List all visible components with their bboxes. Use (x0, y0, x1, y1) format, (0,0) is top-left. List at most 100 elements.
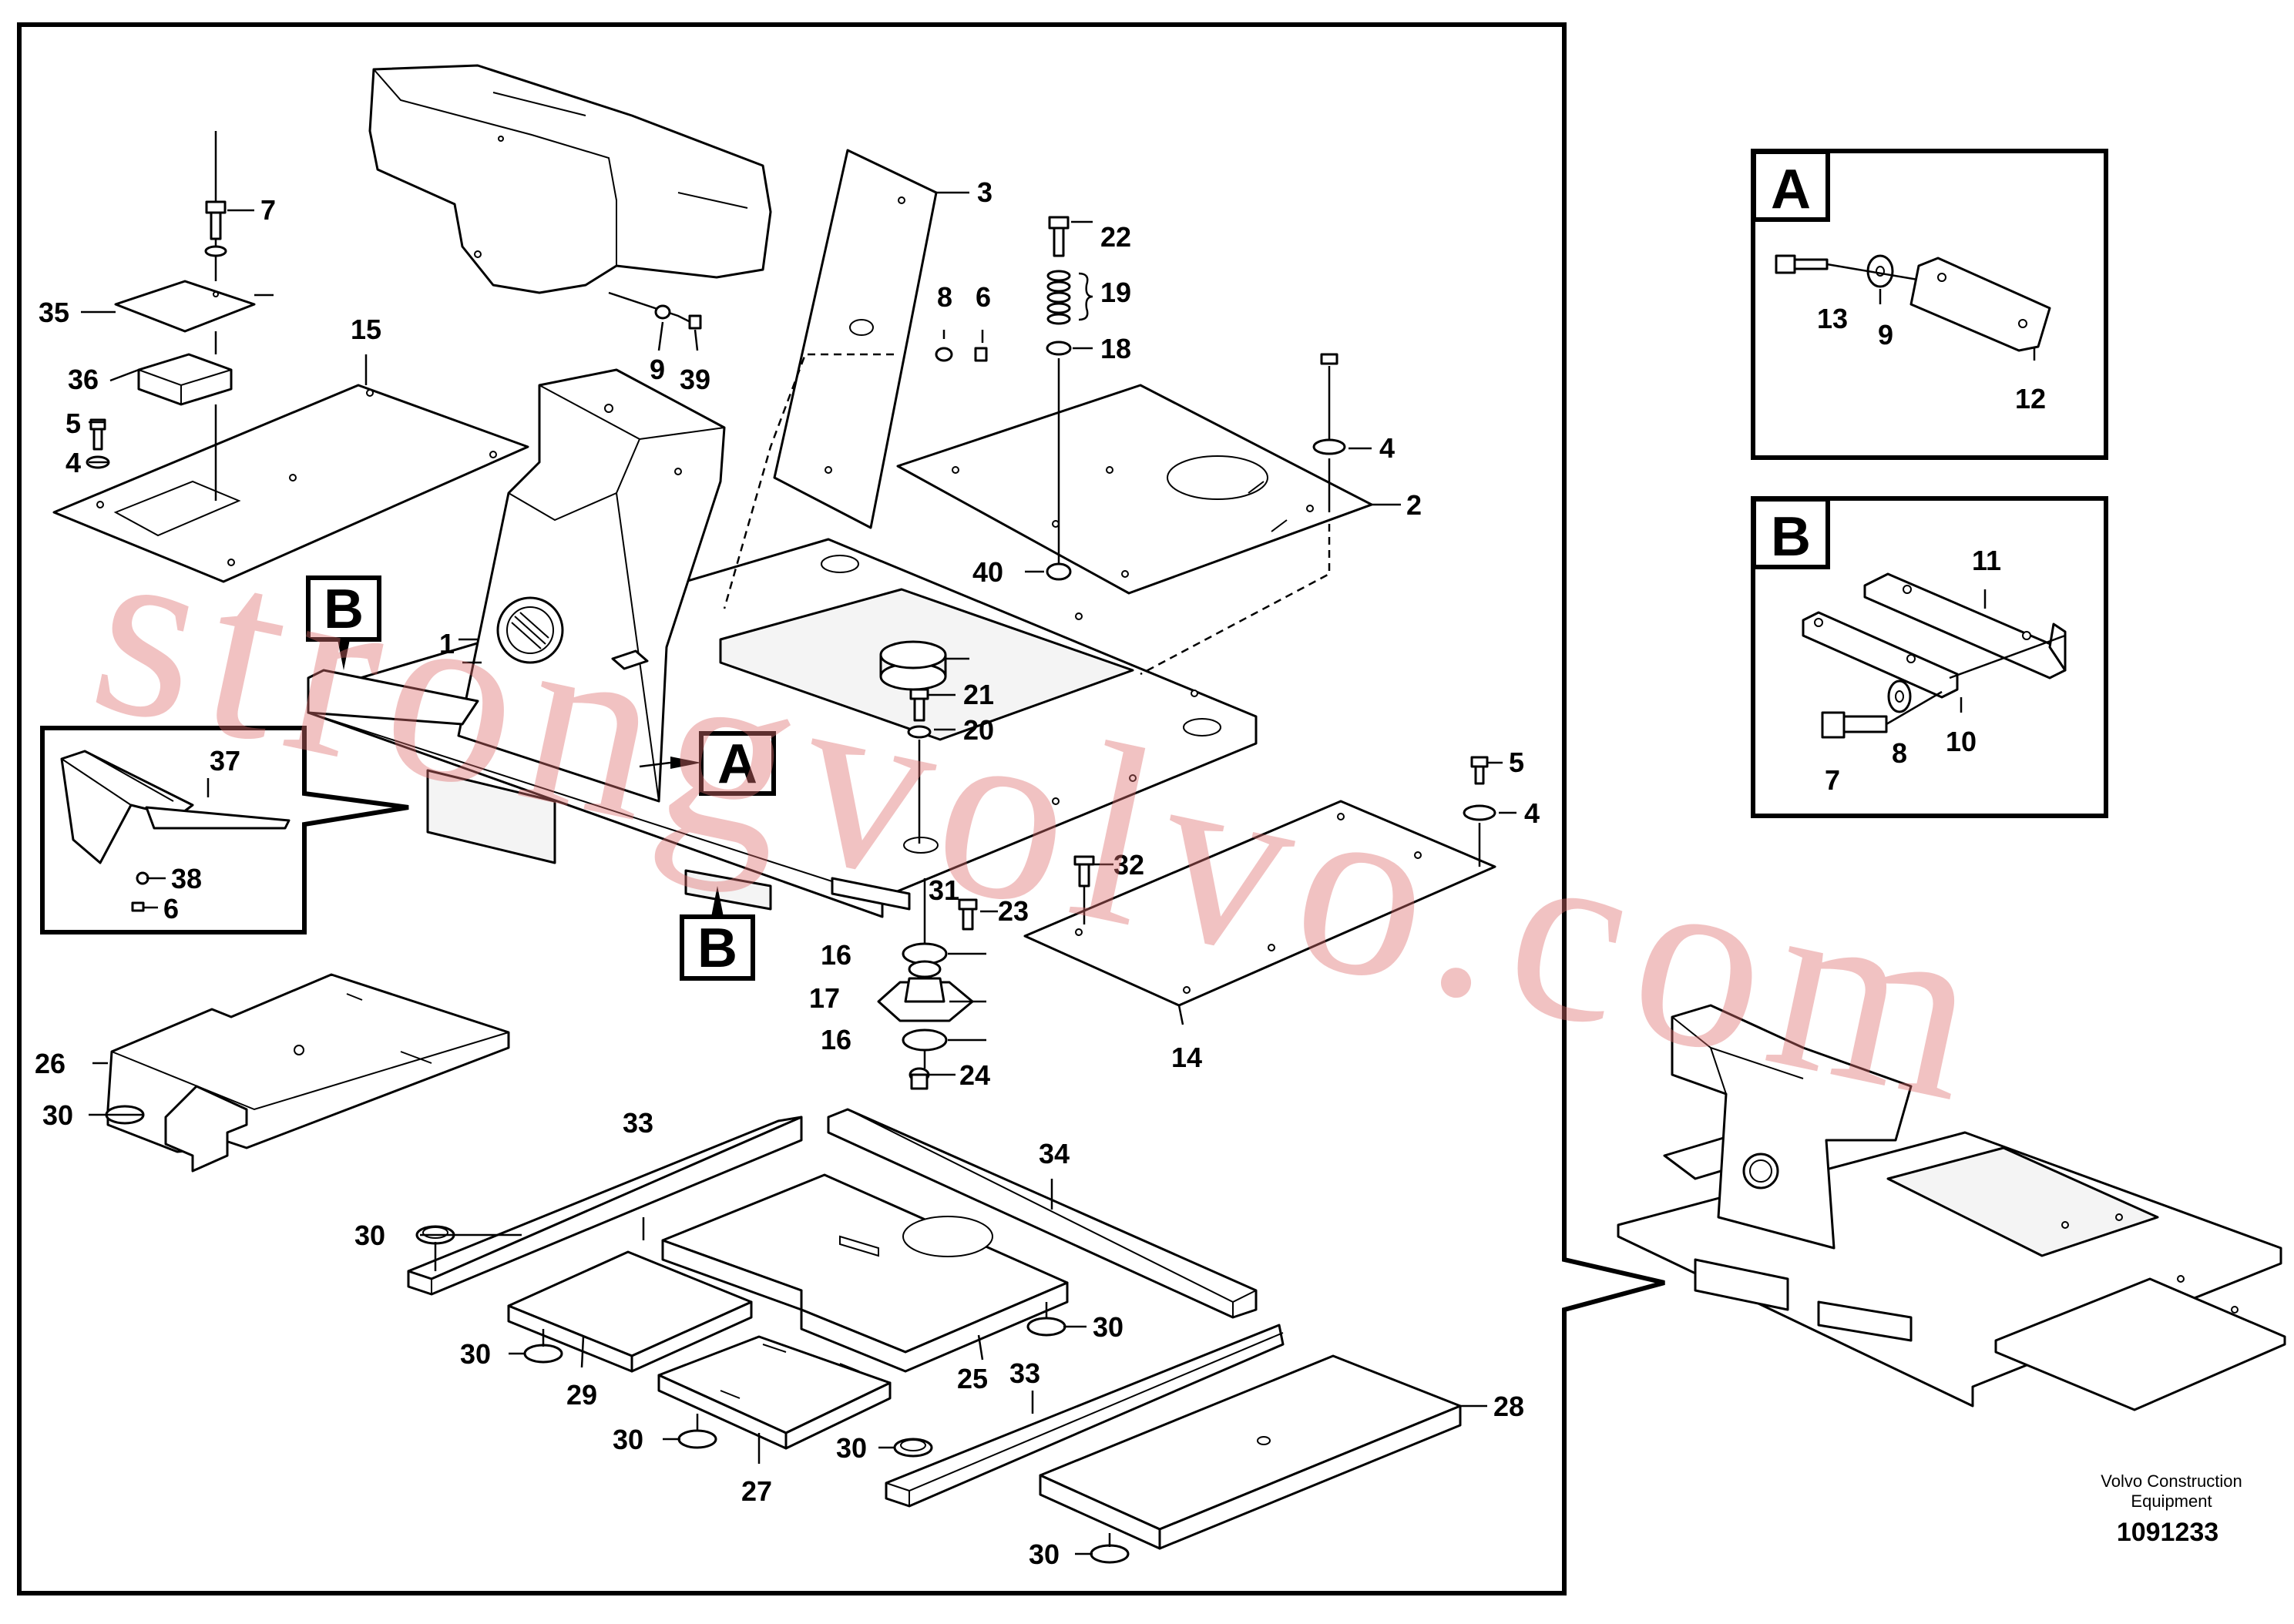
washer-9-console (608, 291, 702, 330)
label-39: 39 (680, 364, 710, 395)
block-36 (137, 353, 233, 406)
bolt-21 (907, 688, 932, 739)
label-30-g: 30 (1029, 1538, 1060, 1570)
callout-A-letter: A (717, 733, 757, 795)
label-16-upper: 16 (821, 939, 851, 971)
inset-B-label-11: 11 (1972, 545, 2001, 576)
label-17: 17 (809, 982, 840, 1014)
label-6-inset: 6 (163, 893, 179, 924)
callout-B-lower: B (680, 886, 755, 981)
inset-A-frame (1751, 149, 2108, 460)
label-28: 28 (1493, 1391, 1524, 1422)
label-6-upper: 6 (976, 281, 991, 313)
plate-2 (896, 384, 1373, 595)
label-5-left: 5 (65, 408, 81, 439)
label-30-b: 30 (354, 1220, 385, 1251)
label-7: 7 (260, 194, 276, 226)
part-labels: 1 2 3 4 4 4 5 5 6 6 7 8 9 14 15 16 16 17… (35, 176, 1540, 1570)
cover-35 (114, 280, 256, 333)
label-20: 20 (963, 714, 994, 746)
washer-30f (893, 1438, 933, 1458)
nut-40 (1046, 562, 1072, 581)
inset-A: A 13 9 12 (1751, 149, 2108, 460)
inset-B-washer (1887, 679, 1912, 713)
label-22: 22 (1100, 221, 1131, 253)
brand-line-1: Volvo Construction (2101, 1471, 2242, 1491)
label-18: 18 (1100, 333, 1131, 364)
inset-A-bolt (1775, 254, 1829, 274)
leader-lines (81, 191, 1516, 1555)
bar-33-upper (407, 1116, 803, 1296)
console-pedestal-1 (457, 368, 726, 803)
bolt-22 (1048, 216, 1070, 257)
label-9: 9 (650, 354, 665, 385)
bolt-5-left (86, 418, 110, 469)
label-23: 23 (998, 895, 1029, 927)
label-30-e: 30 (613, 1424, 643, 1455)
washer-8-upper (935, 347, 988, 362)
label-31: 31 (929, 874, 959, 906)
label-14: 14 (1171, 1042, 1202, 1073)
label-30-a: 30 (42, 1099, 73, 1131)
left-rail (307, 669, 479, 726)
label-35: 35 (39, 297, 69, 328)
inset-B-frame (1751, 496, 2108, 818)
callout-B-letter: B (324, 579, 364, 640)
label-21: 21 (963, 679, 994, 710)
washer-4-plate (1312, 353, 1346, 455)
bar-34 (827, 1108, 1258, 1319)
label-2: 2 (1406, 489, 1422, 521)
inset-B-strip-10 (1802, 611, 1959, 699)
inset-B-label-10: 10 (1946, 726, 1977, 757)
washer-30c (523, 1344, 563, 1364)
label-1: 1 (439, 628, 455, 659)
console-top (368, 64, 772, 294)
label-37: 37 (210, 745, 240, 777)
label-25: 25 (957, 1363, 988, 1394)
washer-30d (1026, 1317, 1066, 1337)
main-frame (17, 22, 1665, 1595)
mat-28 (1039, 1354, 1462, 1550)
panel-3 (773, 149, 938, 529)
label-33-upper: 33 (623, 1107, 653, 1139)
label-36: 36 (68, 364, 99, 395)
callout-B2-letter: B (697, 918, 737, 979)
label-19: 19 (1100, 277, 1131, 308)
inset-A-plate (1909, 257, 2051, 352)
washer-30g (1090, 1544, 1130, 1564)
label-27: 27 (741, 1475, 772, 1507)
label-4-plate: 4 (1379, 432, 1395, 464)
mat-27 (657, 1335, 892, 1450)
spring-stack-19 (1046, 270, 1071, 325)
rubber-mount-17 (877, 898, 978, 1090)
bar-33-lower (885, 1324, 1285, 1508)
label-29: 29 (566, 1379, 597, 1411)
document-number: 1091233 (2117, 1518, 2218, 1547)
overview-thumbnail (1617, 1004, 2286, 1411)
label-30-c: 30 (460, 1338, 491, 1370)
inset-B-bolt (1821, 711, 1888, 739)
mat-29 (507, 1250, 753, 1373)
bracket-19 (1078, 272, 1093, 321)
label-38: 38 (171, 863, 202, 894)
floor-plate-14 (1023, 800, 1496, 1007)
mat-26 (106, 973, 510, 1173)
label-5-right: 5 (1509, 747, 1524, 778)
label-8: 8 (937, 281, 952, 313)
inset-B-label-8: 8 (1892, 737, 1907, 769)
inset-B-label-7: 7 (1825, 764, 1840, 796)
label-3: 3 (977, 176, 992, 208)
cap-31 (879, 640, 947, 691)
inset-A-label-13: 13 (1817, 303, 1848, 334)
bolt-7-upper (204, 200, 227, 257)
inset-A-label-9: 9 (1878, 319, 1893, 351)
callout-B-upper: B (306, 575, 381, 670)
inset-A-label-12: 12 (2015, 383, 2046, 414)
label-4-left: 4 (65, 447, 81, 478)
label-4-right: 4 (1524, 797, 1540, 829)
label-16-lower: 16 (821, 1024, 851, 1055)
label-33-lower: 33 (1009, 1357, 1040, 1389)
callout-A: A (639, 731, 776, 796)
